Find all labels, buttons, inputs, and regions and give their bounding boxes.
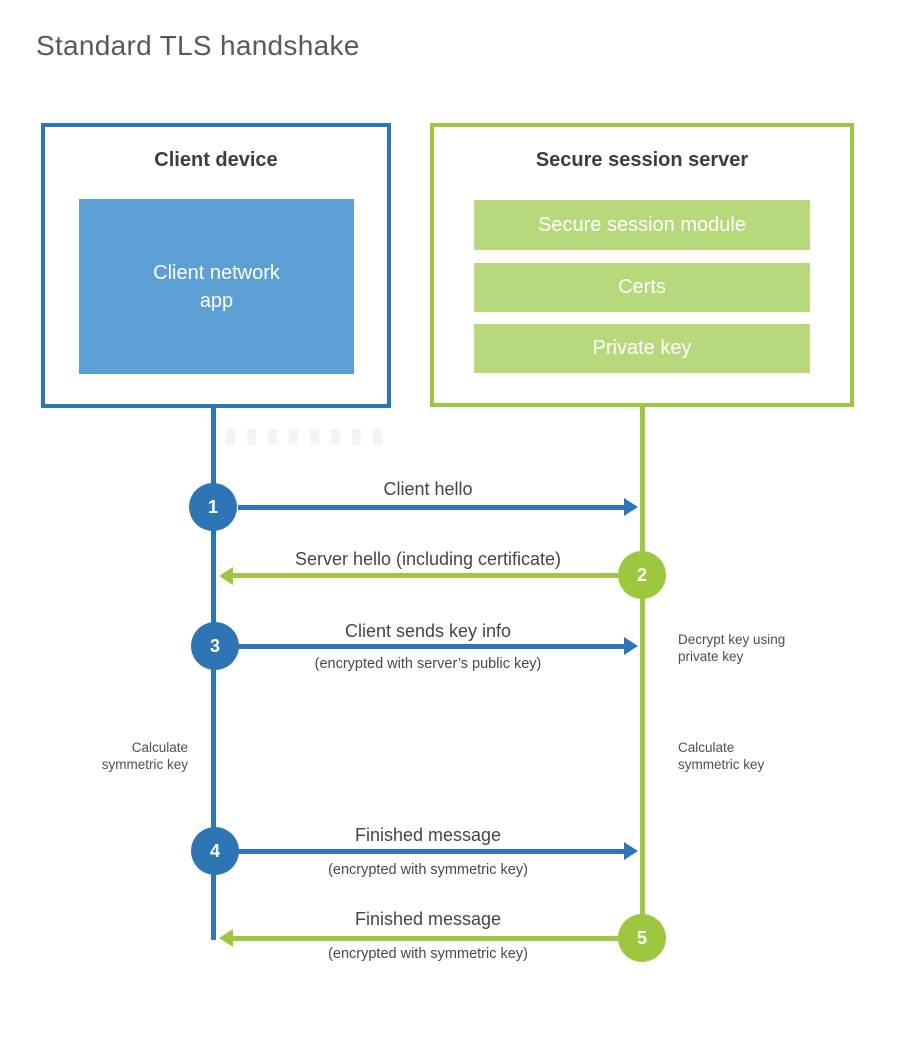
arrow-finished-client	[238, 849, 624, 854]
message-label-key-info: Client sends key info	[344, 621, 512, 641]
step-circle-4: 4	[191, 827, 239, 875]
message-label-server-hello: Server hello (including certificate)	[294, 549, 562, 569]
secure-session-server-title: Secure session server	[535, 149, 749, 171]
message-label-finished-client: Finished message	[354, 825, 502, 845]
server-module-secure-session: Secure session module	[474, 200, 810, 250]
arrow-key-info	[238, 644, 624, 649]
note-calculate-symmetric-key-client: Calculate symmetric key	[101, 740, 188, 772]
message-sublabel-finished-server: (encrypted with symmetric key)	[328, 946, 528, 962]
ghost-dashes-artifact	[226, 429, 384, 445]
server-lifeline	[640, 405, 645, 938]
arrowhead-right-icon	[624, 842, 638, 860]
client-network-app-label: Client network app	[153, 261, 280, 312]
step-circle-2: 2	[618, 551, 666, 599]
arrowhead-right-icon	[624, 637, 638, 655]
arrowhead-left-icon	[219, 567, 233, 585]
message-sublabel-finished-client: (encrypted with symmetric key)	[328, 862, 528, 878]
note-calculate-symmetric-key-server: Calculate symmetric key	[678, 740, 765, 772]
page-title: Standard TLS handshake	[36, 30, 360, 61]
message-label-finished-server: Finished message	[354, 909, 502, 929]
message-label-client-hello: Client hello	[383, 479, 473, 499]
client-device-title: Client device	[154, 149, 278, 171]
arrowhead-right-icon	[624, 498, 638, 516]
step-circle-1: 1	[189, 483, 237, 531]
server-module-certs: Certs	[474, 263, 810, 312]
arrow-client-hello	[238, 505, 624, 510]
step-circle-5: 5	[618, 914, 666, 962]
arrowhead-left-icon	[219, 929, 233, 947]
client-network-app-box: Client network app	[79, 199, 354, 374]
arrow-server-hello	[233, 573, 618, 578]
message-sublabel-key-info: (encrypted with server’s public key)	[314, 656, 542, 672]
arrow-finished-server	[233, 936, 618, 941]
note-decrypt-key: Decrypt key using private key	[678, 632, 786, 664]
server-module-private-key: Private key	[474, 324, 810, 373]
client-lifeline	[211, 405, 216, 940]
step-circle-3: 3	[191, 622, 239, 670]
